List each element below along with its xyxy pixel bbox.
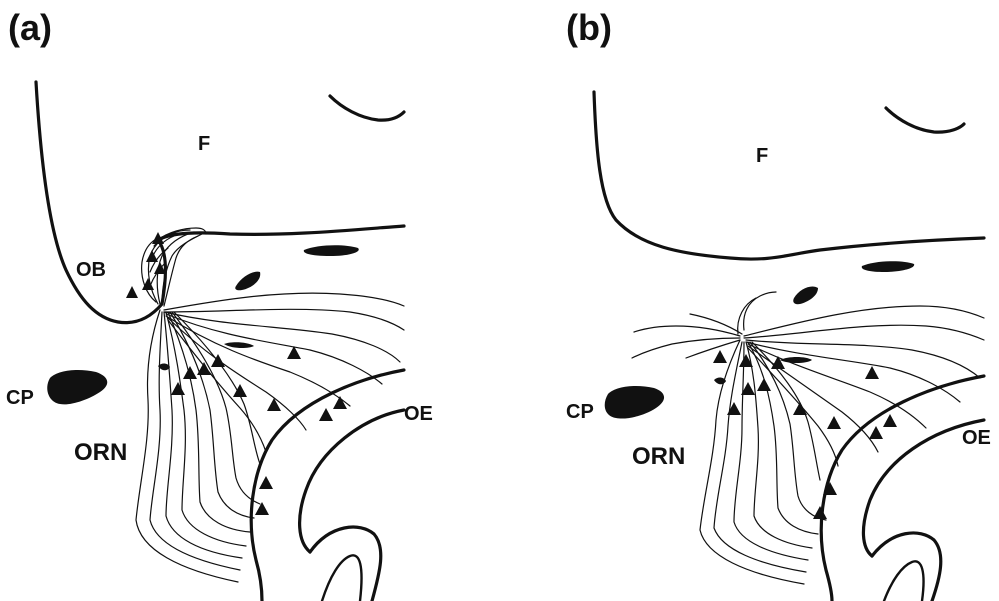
panel-b-forebrain-outline	[594, 92, 984, 259]
panel-a-cp-blob	[47, 370, 107, 404]
panel-a-label-cp: CP	[6, 387, 34, 409]
panel-a-label-oe: OE	[404, 403, 433, 425]
panel-a-triangle	[171, 382, 185, 395]
panel-a-label-f: F	[198, 133, 210, 155]
panel-b-blob-mid	[793, 286, 818, 304]
panel-b-orn-fibers	[700, 340, 826, 584]
panel-b-triangle	[827, 416, 841, 429]
panel-a-forebrain-outline	[36, 82, 404, 323]
panel-b-triangle	[757, 378, 771, 391]
panel-b-cp-blob	[605, 386, 664, 419]
panel-a-label-ob: OB	[76, 259, 106, 281]
panel-b: (b) F CP ORN OE	[566, 7, 991, 601]
panel-b-triangle	[869, 426, 883, 439]
panel-a-orn-fibers	[136, 310, 260, 582]
panel-a-oe-inner	[300, 410, 404, 552]
panel-a-blob-top	[304, 245, 359, 256]
panel-a-triangle	[267, 398, 281, 411]
panel-b-triangle	[813, 506, 827, 519]
panel-b-blob-top	[862, 261, 914, 272]
panel-a-label-orn: ORN	[74, 439, 127, 466]
panel-a-triangle	[126, 286, 138, 298]
panel-a-triangle	[146, 250, 158, 262]
panel-a-blob-small	[224, 342, 254, 348]
panel-a-label: (a)	[8, 7, 52, 48]
panel-b-triangle	[793, 402, 807, 415]
panel-b-triangle	[727, 402, 741, 415]
panel-b-markers	[713, 350, 897, 519]
panel-a-blob-mid	[235, 272, 260, 291]
panel-a-triangle	[183, 366, 197, 379]
panel-a-ob-tangle	[142, 228, 206, 306]
panel-b-triangle	[883, 414, 897, 427]
panel-b-oe-turbinate	[872, 533, 941, 601]
panel-a-triangle	[255, 502, 269, 515]
panel-a-triangle	[319, 408, 333, 421]
panel-a-top-curve	[330, 96, 404, 120]
panel-b-label-orn: ORN	[632, 443, 685, 470]
panel-b-label: (b)	[566, 7, 612, 48]
panel-b-label-cp: CP	[566, 401, 594, 423]
panel-b-triangle	[713, 350, 727, 363]
panel-b-oe-turbinate-inner	[884, 561, 924, 601]
panel-b-label-f: F	[756, 145, 768, 167]
panel-a: (a) F OB CP ORN OE	[6, 7, 433, 601]
panel-a-triangle	[259, 476, 273, 489]
panel-b-top-curve	[886, 108, 964, 132]
panel-b-label-oe: OE	[962, 427, 991, 449]
panel-a-oe-turbinate	[310, 527, 381, 601]
panel-b-triangle	[771, 356, 785, 369]
panel-b-triangle	[865, 366, 879, 379]
panel-a-oe-turbinate-inner	[322, 555, 362, 601]
